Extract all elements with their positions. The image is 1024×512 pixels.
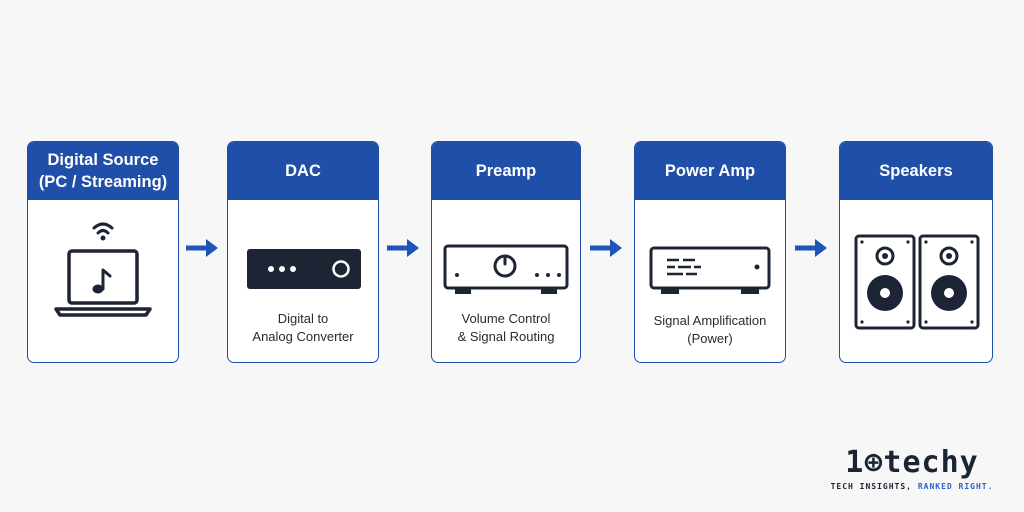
stage-title: DAC [285, 162, 321, 180]
stage-title: Digital Source (PC / Streaming) [38, 151, 168, 191]
preamp-device-icon [432, 242, 580, 302]
laptop-music-wifi-icon [28, 214, 178, 317]
power-amp-device-icon [635, 244, 785, 302]
stage-title: Speakers [879, 162, 953, 180]
stage-header: DAC [228, 142, 378, 200]
stage-title: Preamp [475, 162, 537, 180]
speaker-left-icon [854, 234, 916, 330]
stage-caption: Digital to Analog Converter [252, 311, 354, 344]
logo-wordmark: 1⊕techy [845, 445, 979, 480]
stage-caption: Volume Control & Signal Routing [457, 311, 555, 344]
stage-header: Speakers [840, 142, 992, 200]
speakers-icon [840, 232, 992, 332]
arrow-right-icon [590, 239, 622, 257]
stage-card-power-amp: Power Amp Signal Amplification (Power) [634, 141, 786, 363]
stage-caption: Signal Amplification (Power) [653, 313, 767, 346]
stage-header: Power Amp [635, 142, 785, 200]
stage-card-preamp: Preamp Volume Control & Signal Routing [431, 141, 581, 363]
arrow-right-icon [387, 239, 419, 257]
dac-device-icon [228, 245, 378, 295]
stage-card-dac: DAC Digital to Analog Converter [227, 141, 379, 363]
stage-card-digital-source: Digital Source (PC / Streaming) [27, 141, 179, 363]
stage-card-speakers: Speakers [839, 141, 993, 363]
logo-tagline-accent: RANKED RIGHT. [917, 482, 994, 491]
arrow-right-icon [186, 239, 218, 257]
stage-title: Power Amp [664, 162, 756, 180]
arrow-right-icon [795, 239, 827, 257]
stage-header: Preamp [432, 142, 580, 200]
stage-header: Digital Source (PC / Streaming) [28, 142, 178, 200]
logo-tagline-main: TECH INSIGHTS, [830, 482, 918, 491]
brand-logo: 1⊕techy TECH INSIGHTS, RANKED RIGHT. [824, 446, 1000, 496]
logo-tagline: TECH INSIGHTS, RANKED RIGHT. [824, 482, 1000, 491]
speaker-right-icon [918, 234, 980, 330]
